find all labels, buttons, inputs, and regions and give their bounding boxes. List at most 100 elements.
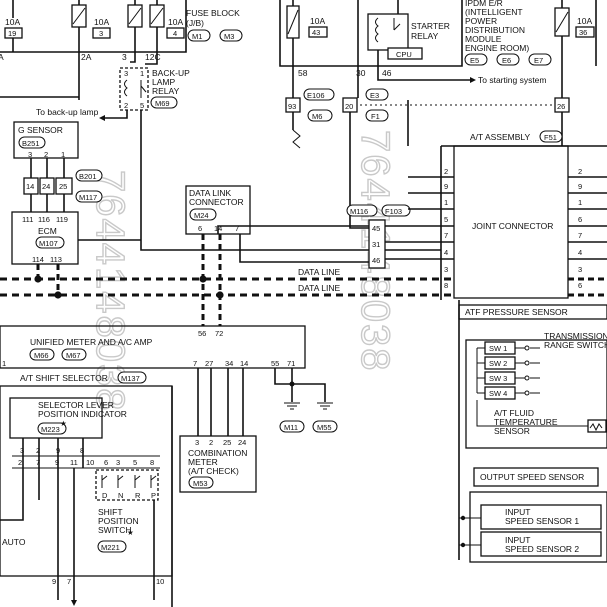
ipdm-pin-46: 46 bbox=[382, 68, 392, 78]
arrow-right-icon bbox=[470, 77, 476, 83]
backup-lamp-wire bbox=[105, 110, 128, 119]
fuse-4-amp: 10A bbox=[168, 17, 183, 27]
at-assembly-conn-oval bbox=[539, 130, 563, 143]
jc-right-pin-4: 6 bbox=[578, 215, 582, 224]
pin-2a: 2A bbox=[81, 52, 92, 62]
ipdm-block: 10A 43 58 STARTER RELAY CPU 30 46 IPDM E… bbox=[279, 0, 597, 100]
g-sensor-pin-2: 2 bbox=[44, 150, 48, 159]
joint-conn-b201: B201 bbox=[79, 172, 97, 181]
conn-f103-oval bbox=[381, 204, 411, 217]
joint-conn-m117: M117 bbox=[79, 193, 97, 202]
shift-position-switch: D N R P SHIFT POSITION SWITCH M221 ★ bbox=[95, 469, 159, 553]
meter-conn-1: M66 bbox=[34, 351, 49, 360]
ecm-label: ECM bbox=[38, 226, 57, 236]
fuse-3: 10A 3 2A bbox=[71, 0, 111, 62]
bottom-pin-9: 9 bbox=[52, 577, 56, 586]
comb-meter-pin-3: 3 bbox=[195, 438, 199, 447]
pin-45: 45 bbox=[372, 224, 380, 233]
meter-pin-71: 71 bbox=[287, 359, 295, 368]
jc-left-pin-4: 5 bbox=[444, 215, 448, 224]
pin-93: 93 bbox=[288, 102, 296, 111]
fuse-4: 3 10A 4 12C bbox=[122, 0, 185, 62]
jc-right-pin-6: 4 bbox=[578, 248, 582, 257]
shift-pos-n: N bbox=[118, 491, 123, 500]
selector-indicator-label-2: POSITION INDICATOR bbox=[38, 409, 127, 419]
data-line-label-1: DATA LINE bbox=[298, 267, 341, 277]
backup-relay-pin-3: 3 bbox=[124, 69, 128, 78]
sw-4: SW 4 bbox=[489, 389, 507, 398]
input-speed-sensor-1 bbox=[480, 504, 602, 530]
sel-pin-r2-3: 9 bbox=[55, 458, 59, 467]
jc-left-pin-6: 4 bbox=[444, 248, 448, 257]
ecm-pin-119: 119 bbox=[56, 215, 68, 224]
ipdm-line-1: IPDM E/R bbox=[465, 0, 503, 8]
shift-switch-label-1: SHIFT bbox=[98, 507, 123, 517]
shift-switch-label-3: SWITCH bbox=[98, 525, 132, 535]
at-assembly-label: A/T ASSEMBLY bbox=[470, 132, 530, 142]
data-link-label-1: DATA LINK bbox=[189, 188, 232, 198]
jc-left-pin-8: 8 bbox=[444, 281, 448, 290]
wire-break-icon bbox=[292, 129, 301, 149]
sw-2: SW 2 bbox=[489, 359, 507, 368]
fuse-36-amp: 10A bbox=[577, 16, 592, 26]
meter-pin-left: 1 bbox=[2, 359, 6, 368]
ecm-conn: M107 bbox=[39, 239, 58, 248]
conn-m6-oval bbox=[307, 109, 333, 122]
input-speed-1-label-1: INPUT bbox=[505, 507, 531, 517]
to-backup-lamp: To back-up lamp bbox=[36, 107, 99, 117]
jc-left-pin-3: 1 bbox=[444, 198, 448, 207]
auto-label: AUTO bbox=[2, 537, 26, 547]
ground-m55: M55 bbox=[312, 402, 338, 433]
tr-switch-label-2: RANGE SWITCH bbox=[544, 340, 607, 350]
backup-relay-pin-1: 1 bbox=[140, 69, 144, 78]
sel-pin-r2-8: 5 bbox=[133, 458, 137, 467]
sel-pin-r2-1: 2 bbox=[18, 458, 22, 467]
backup-relay-to-at-wire bbox=[140, 110, 441, 251]
shift-selector-conn-oval bbox=[117, 371, 147, 384]
ipdm-pin-30: 30 bbox=[356, 68, 366, 78]
pin-20: 20 bbox=[345, 102, 353, 111]
fuse-3-num: 3 bbox=[99, 29, 103, 38]
fuse-36-num: 36 bbox=[579, 28, 587, 37]
fluid-temp-label-1: A/T FLUID bbox=[494, 408, 534, 418]
bottom-pin-10: 10 bbox=[156, 577, 164, 586]
starter-relay-label-2: RELAY bbox=[411, 31, 439, 41]
data-link-conn: M24 bbox=[194, 211, 209, 220]
fuse-19-amp: 10A bbox=[5, 17, 20, 27]
shift-pos-d: D bbox=[102, 491, 108, 500]
fuse-43-amp: 10A bbox=[310, 16, 325, 26]
fuse-4-num: 4 bbox=[173, 29, 177, 38]
data-link-pin-7: 7 bbox=[235, 224, 239, 233]
sel-pin-r2-5: 10 bbox=[86, 458, 94, 467]
output-speed-label: OUTPUT SPEED SENSOR bbox=[480, 472, 584, 482]
unified-meter: 56 72 UNIFIED METER AND A/C AMP M66 M67 … bbox=[0, 325, 306, 369]
ipdm-line-3: POWER bbox=[465, 16, 497, 26]
shift-pos-r: R bbox=[135, 491, 141, 500]
selector-indicator-label-1: SELECTOR LEVER bbox=[38, 400, 114, 410]
conn-e106: E106 bbox=[307, 91, 325, 100]
jc-left-pin-7: 3 bbox=[444, 265, 448, 274]
meter-pin-27: 27 bbox=[205, 359, 213, 368]
fuse-block-subtitle: (J/B) bbox=[186, 18, 204, 28]
data-link-label-2: CONNECTOR bbox=[189, 197, 244, 207]
bottom-pin-7: 7 bbox=[67, 577, 71, 586]
meter-pin-34: 34 bbox=[225, 359, 233, 368]
sel-pin-r2-9: 8 bbox=[150, 458, 154, 467]
joint-connector-label: JOINT CONNECTOR bbox=[472, 221, 553, 231]
shift-switch-conn: M221 bbox=[101, 543, 120, 552]
backup-relay-pin-2: 2 bbox=[124, 101, 128, 110]
sw-3: SW 3 bbox=[489, 374, 507, 383]
sel-pin-r1-4: 8 bbox=[80, 446, 84, 455]
fuse-block-label: FUSE BLOCK (J/B) M1 M3 bbox=[186, 8, 243, 42]
ground-m11: M11 bbox=[279, 402, 305, 433]
ipdm-line-6: ENGINE ROOM) bbox=[465, 43, 529, 53]
transmission-range-switch bbox=[465, 339, 607, 449]
pin-12c: 12C bbox=[145, 52, 161, 62]
conn-e3-oval bbox=[365, 88, 389, 101]
pin-26: 26 bbox=[557, 102, 565, 111]
meter-pin-14: 14 bbox=[240, 359, 248, 368]
meter-conn-2: M67 bbox=[66, 351, 81, 360]
input-speed-sensors bbox=[469, 491, 607, 563]
comb-meter-conn: M53 bbox=[193, 479, 208, 488]
